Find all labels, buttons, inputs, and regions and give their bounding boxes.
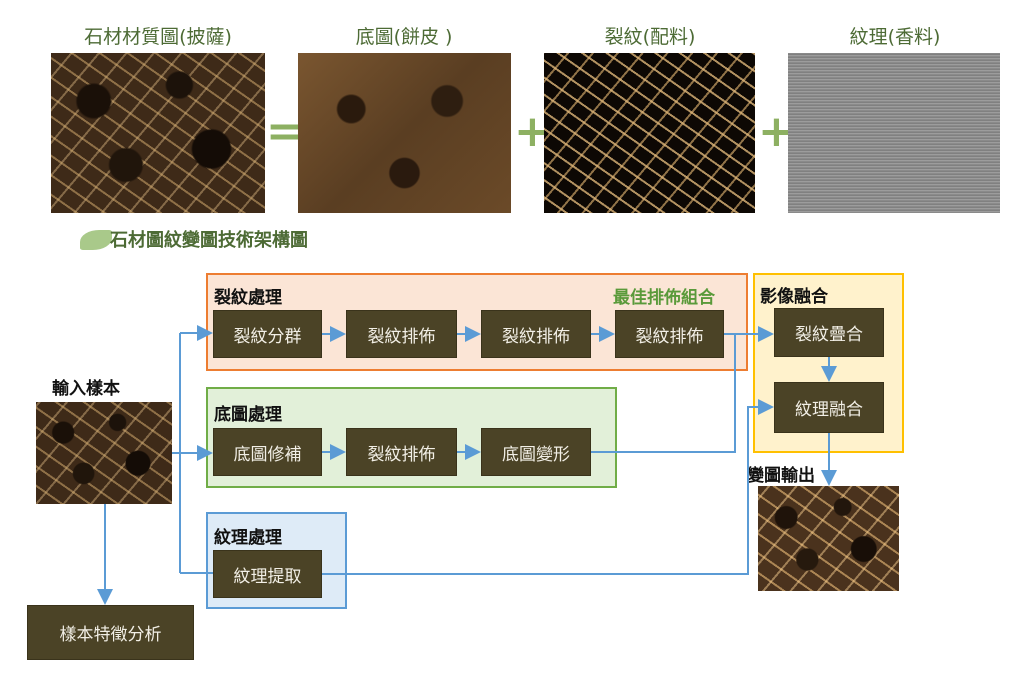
arrow-line [591,334,736,453]
leaf-icon [80,230,112,250]
fusion-group-title: 影像融合 [760,287,828,307]
step-crack-arrangement: 裂紋排佈 [615,310,724,358]
base-group-title: 底圖處理 [214,405,282,425]
crack-image [544,53,755,213]
step-crack-overlay: 裂紋疊合 [774,308,884,357]
label-cracks: 裂紋(配料) [604,26,696,48]
arrow [322,399,774,575]
output-image [758,486,899,591]
step-crack-arrangement: 裂紋排佈 [481,310,591,358]
label-base-image: 底圖(餅皮 ) [355,26,453,48]
output-label: 變圖輸出 [747,466,815,486]
diagram-caption: 石材圖紋變圖技術架構圖 [110,230,308,251]
equals-sign: = [266,106,303,157]
step-crack-clustering: 裂紋分群 [213,310,322,358]
input-sample-label: 輸入樣本 [52,379,120,399]
input-sample-image [36,402,172,504]
texture-group-title: 紋理處理 [214,528,282,548]
label-stone-texture: 石材材質圖(披薩) [84,26,232,48]
label-texture: 紋理(香料) [849,26,941,48]
step-crack-arrangement: 裂紋排佈 [346,310,457,358]
base-image [298,53,511,213]
sample-feature-analysis: 樣本特徵分析 [27,605,194,660]
step-base-deformation: 底圖變形 [481,428,591,476]
step-base-repair: 底圖修補 [213,428,322,476]
best-arrangement-note: 最佳排佈組合 [613,288,715,308]
step-crack-arrangement: 裂紋排佈 [346,428,457,476]
step-texture-extraction: 紋理提取 [213,550,322,598]
texture-image [788,53,1000,213]
stone-texture-image [51,53,265,213]
crack-group-title: 裂紋處理 [214,288,282,308]
step-texture-fusion: 紋理融合 [774,382,884,433]
